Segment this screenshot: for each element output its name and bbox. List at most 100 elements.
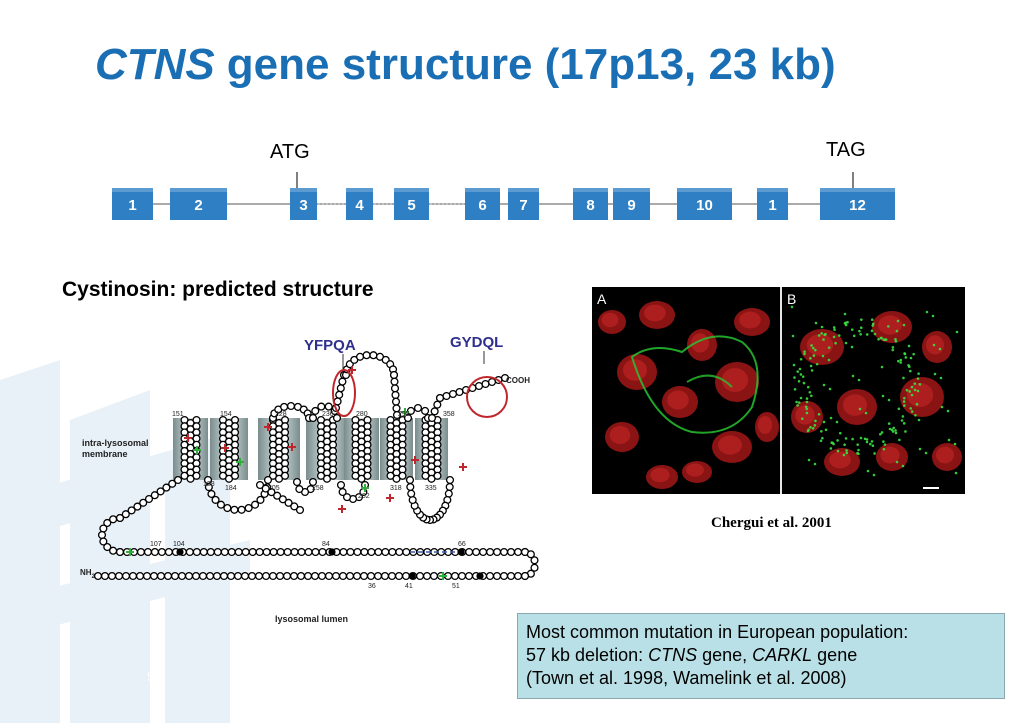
membrane-label-2: membrane [82,449,128,459]
start-codon-label: ATG [270,141,310,163]
vesicle-stain [811,426,815,430]
protein-topology-diagram: intra-lysosomal membrane lysosomal lumen… [80,334,539,624]
vesicle-stain [799,396,803,400]
vesicle-stain [845,451,849,455]
residue-bead [360,547,369,557]
residue-bead [530,556,539,565]
vesicle-stain [834,341,837,345]
residue-bead [177,571,187,581]
residue-bead [406,482,415,491]
residue-bead [250,500,260,509]
residue-bead [391,390,400,400]
residue-number: 258 [312,485,324,492]
residue-bead [247,571,257,581]
residue-bead [338,571,348,581]
vesicle-stain [869,442,872,446]
vesicle-stain [817,334,821,337]
vesicle-stain [888,427,892,431]
vesicle-stain [805,397,809,400]
residue-bead [367,547,376,557]
exon-4: 4 [346,188,373,220]
vesicle-stain [896,319,900,323]
vesicle-stain [797,401,801,404]
residue-number: 154 [220,411,232,418]
residue-bead [168,479,177,488]
vesicle-stain [899,358,903,362]
vesicle-stain [836,439,839,442]
residue-number: 318 [390,485,402,492]
residue-bead [192,547,201,557]
vesicle-stain [891,345,895,349]
residue-bead [394,571,404,581]
site-marker [476,572,484,580]
vesicle-stain [912,352,915,356]
vesicle-stain [925,310,929,314]
vesicle-stain [871,324,875,327]
residue-bead [276,547,285,557]
exon-1: 1 [112,188,153,220]
vesicle-stain [859,436,863,440]
vesicle-stain [827,358,831,362]
vesicle-stain [852,334,856,338]
residue-bead [442,391,451,401]
vesicle-stain [803,350,806,353]
residue-bead [121,510,130,519]
residue-bead [184,571,194,581]
residue-bead [162,483,171,492]
residue-bead [526,550,535,559]
residue-bead [223,504,232,513]
panel-b-label: B [787,291,796,307]
vesicle-stain [835,420,839,424]
residue-bead [406,406,415,415]
residue-bead [263,475,273,485]
confocal-micrograph: A B [592,287,965,494]
vesicle-stain [814,419,817,423]
vesicle-stain [805,411,809,415]
vesicle-stain [881,394,885,398]
residue-bead [230,505,239,514]
vesicle-stain [859,333,862,336]
vesicle-stain [871,444,875,448]
vesicle-stain [815,362,819,366]
vesicle-stain [806,429,810,433]
site-marker [176,548,184,556]
vesicle-stain [796,404,799,407]
vesicle-stain [902,400,906,403]
vesicle-stain [831,441,834,445]
vesicle-stain [905,388,909,392]
vesicle-stain [904,430,907,433]
residue-bead [530,563,539,572]
vesicle-stain [865,440,869,444]
exon-12: 12 [820,188,895,220]
vesicle-stain [817,412,821,416]
residue-bead [115,513,125,523]
stop-codon-label: TAG [826,139,866,161]
residue-bead [474,381,484,391]
panel-a-label: A [597,291,607,307]
vesicle-stain [909,356,913,360]
exon-9: 9 [613,188,650,220]
residue-bead [286,401,296,411]
vesicle-stain [846,320,849,324]
site-marker [328,548,336,556]
vesicle-stain [863,437,867,441]
residue-bead [107,571,117,581]
residue-bead [311,547,320,557]
gene-ctns: CTNS [648,645,698,665]
vesicle-stain [851,374,855,378]
vesicle-stain [902,376,905,380]
residue-bead [290,547,299,557]
vesicle-stain [805,407,809,411]
vesicle-stain [924,451,928,455]
residue-bead [164,547,173,557]
residue-bead [398,471,407,480]
residue-bead [135,571,145,581]
polymorphism-marker [361,484,369,492]
residue-bead [374,547,383,557]
vesicle-stain [814,321,818,325]
residue-bead [109,546,118,555]
residue-number: 228 [275,411,287,418]
residue-bead [144,494,154,504]
